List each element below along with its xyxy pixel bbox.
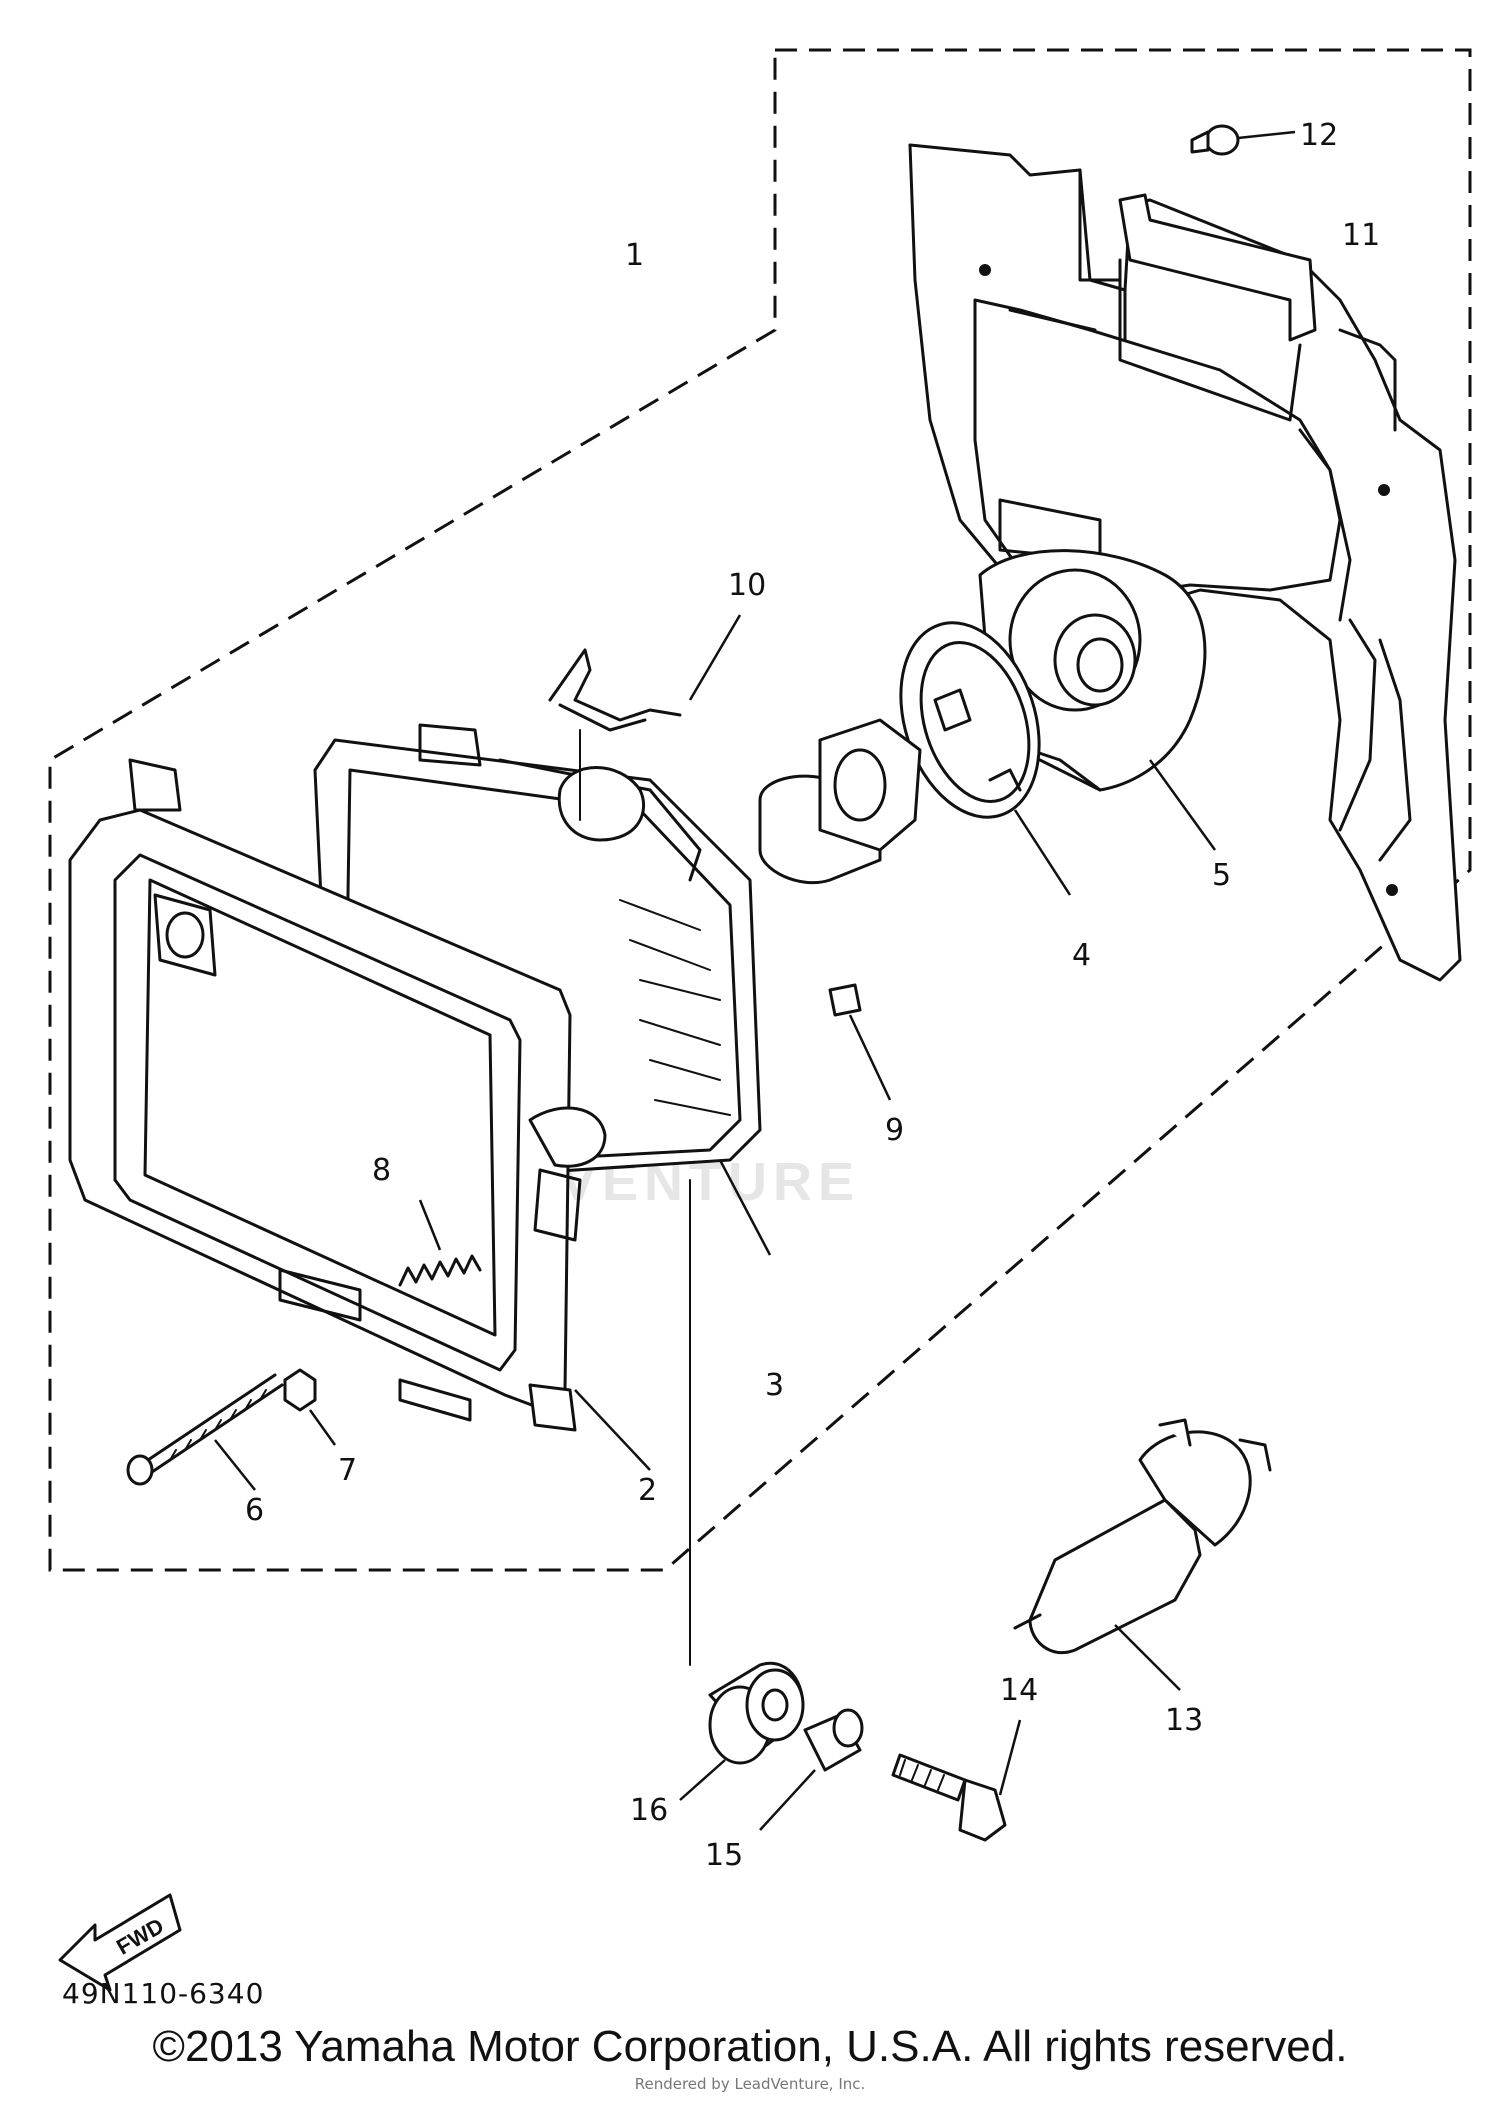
fwd-arrow-icon: FWD	[58, 1893, 182, 1992]
callout-5: 5	[1212, 858, 1231, 893]
callout-13: 13	[1165, 1703, 1203, 1738]
callout-7: 7	[338, 1453, 357, 1488]
catalog-number: 49N110-6340	[62, 1977, 264, 2010]
callout-3: 3	[765, 1368, 784, 1403]
callout-1: 1	[625, 238, 644, 273]
callout-9: 9	[885, 1113, 904, 1148]
part-6-screw	[126, 1373, 284, 1491]
part-11-bracket	[908, 143, 1462, 982]
callout-11: 11	[1342, 218, 1380, 253]
part-2-frame	[68, 758, 651, 1471]
part-12-screw	[1190, 124, 1296, 156]
callout-15: 15	[705, 1838, 743, 1873]
bulb-in-assembly	[758, 718, 922, 885]
callout-10: 10	[728, 568, 766, 603]
callout-14: 14	[1000, 1673, 1038, 1708]
part-8-spring	[398, 1199, 482, 1287]
part-15-collar	[759, 1708, 864, 1831]
callout-4: 4	[1072, 938, 1091, 973]
callout-12: 12	[1300, 118, 1338, 153]
part-13-bulb	[1013, 1418, 1272, 1691]
rendered-by-notice: Rendered by LeadVenture, Inc.	[634, 2075, 866, 2093]
callout-2: 2	[638, 1473, 657, 1508]
assembly-boundary	[48, 48, 1472, 1572]
part-10-clip	[548, 614, 742, 821]
part-7-nut	[283, 1368, 337, 1446]
callout-8: 8	[372, 1153, 391, 1188]
part-14-bolt	[891, 1719, 1022, 1842]
callout-16: 16	[630, 1793, 668, 1828]
part-9-clip-nut	[828, 983, 892, 1101]
copyright-notice: ©2013 Yamaha Motor Corporation, U.S.A. A…	[152, 2022, 1348, 2071]
part-16-grommet	[679, 1661, 805, 1801]
callout-6: 6	[245, 1493, 264, 1528]
